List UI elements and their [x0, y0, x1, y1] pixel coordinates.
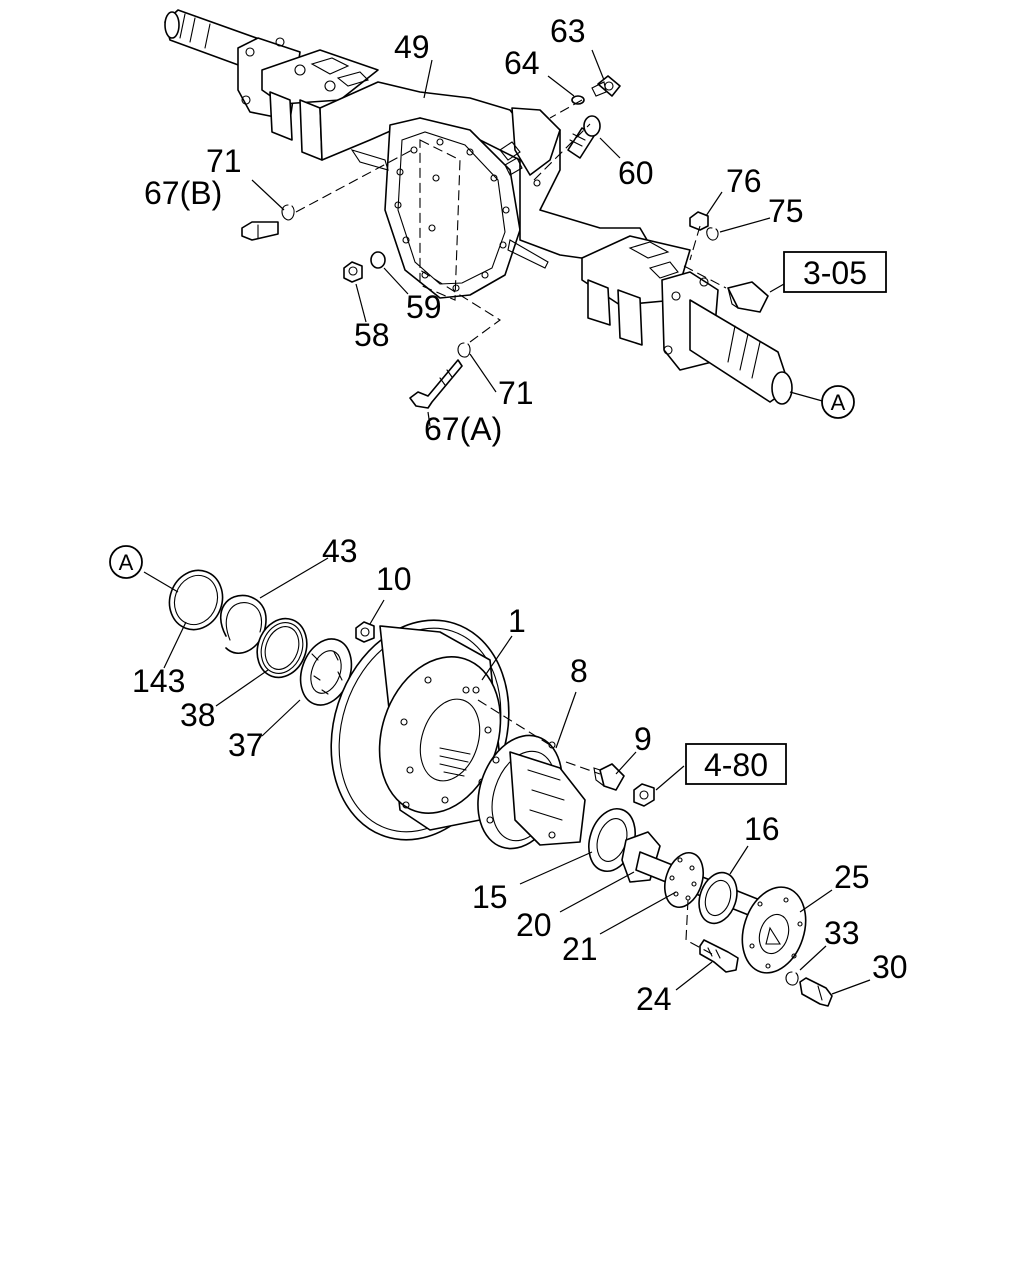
part-60-breather [567, 115, 601, 159]
part-10-nut [355, 621, 375, 643]
part-71-top-washer [281, 204, 295, 221]
label-10: 10 [376, 561, 412, 597]
label-8: 8 [570, 653, 588, 689]
part-64-washer [571, 95, 585, 105]
part-59-gasket [370, 251, 386, 269]
part-30-bolt [799, 977, 833, 1007]
label-76: 76 [726, 163, 762, 199]
label-59: 59 [406, 289, 442, 325]
part-58-plug [343, 261, 363, 283]
part-16-seal [698, 871, 738, 925]
label-24: 24 [636, 981, 672, 1017]
label-64: 64 [504, 45, 540, 81]
part-67b-bolt [241, 221, 279, 241]
label-71-top: 71 [206, 143, 242, 179]
label-67a: 67(A) [424, 411, 502, 447]
right-spindle [661, 271, 793, 405]
label-9: 9 [634, 721, 652, 757]
reference-box-3-05[interactable]: 3-05 [783, 251, 887, 293]
part-143-ring [168, 569, 224, 631]
part-75-washer [706, 227, 719, 241]
label-43: 43 [322, 533, 358, 569]
label-1: 1 [508, 603, 526, 639]
part-63-bolt [591, 75, 621, 97]
carrier-flange [350, 117, 549, 301]
connector-a-upper: A [821, 385, 855, 419]
part-43-snap-ring [220, 594, 267, 654]
part-labels: 49 63 64 60 76 75 71 67(B) 59 58 71 67(A… [132, 13, 908, 1017]
part-4-80-nut [633, 783, 655, 807]
label-25: 25 [834, 859, 870, 895]
label-38: 38 [180, 697, 216, 733]
axle-housing-assembly [164, 9, 793, 409]
reference-4-80-text: 4-80 [704, 747, 768, 783]
part-67a-bolt [409, 359, 463, 409]
part-33-washer [785, 971, 799, 986]
part-71-bottom-washer [457, 342, 471, 358]
part-24-bolt [699, 939, 739, 973]
part-21-plate [664, 851, 704, 909]
leader-lines [143, 49, 871, 995]
label-58: 58 [354, 317, 390, 353]
label-21: 21 [562, 931, 598, 967]
label-20: 20 [516, 907, 552, 943]
left-spring-seat [261, 49, 379, 161]
part-76-nut [689, 211, 709, 231]
label-30: 30 [872, 949, 908, 985]
label-75: 75 [768, 193, 804, 229]
hub-drum-assembly [168, 569, 833, 1007]
label-67b: 67(B) [144, 175, 222, 211]
label-33: 33 [824, 915, 860, 951]
part-38-seal [256, 617, 308, 679]
part-8-hub [477, 734, 586, 850]
part-1-brake-drum [330, 619, 510, 841]
housing-cover [511, 107, 561, 176]
label-16: 16 [744, 811, 780, 847]
reference-3-05-text: 3-05 [803, 255, 867, 291]
part-3-05-bolt [727, 281, 769, 313]
part-9-bolt [593, 763, 625, 791]
part-25-cap [741, 886, 807, 974]
connector-a-upper-text: A [831, 390, 846, 415]
label-143: 143 [132, 663, 185, 699]
label-60: 60 [618, 155, 654, 191]
connector-a-lower-text: A [119, 550, 134, 575]
label-63: 63 [550, 13, 586, 49]
label-15: 15 [472, 879, 508, 915]
connector-a-lower: A [109, 545, 143, 579]
label-49: 49 [394, 29, 430, 65]
reference-box-4-80[interactable]: 4-80 [685, 743, 787, 785]
label-37: 37 [228, 727, 264, 763]
label-71-bottom: 71 [498, 375, 534, 411]
